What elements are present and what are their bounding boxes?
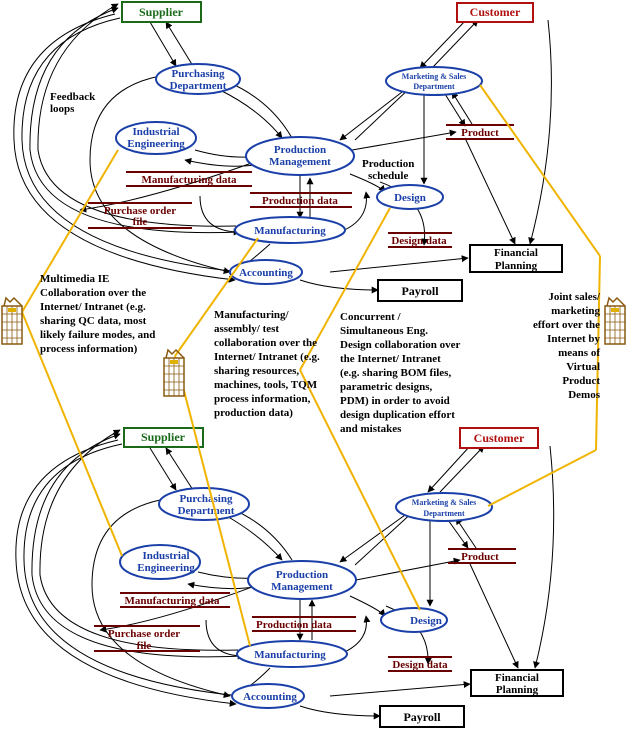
accounting-label: Accounting [239, 267, 293, 279]
production-mgmt-label-1: Production [276, 569, 328, 581]
design-label: Design [410, 615, 442, 627]
ie-label-2: Engineering [127, 138, 185, 150]
payroll-label: Payroll [403, 710, 441, 724]
feedback-loops-label-1: Feedback [50, 91, 96, 103]
ie-label-1: Industrial [132, 126, 179, 138]
design-ellipse [380, 607, 448, 633]
top-diagram: Supplier Customer Financial Planning Pay… [13, 1, 563, 302]
marketing-label-1: Marketing & Sales [402, 72, 466, 81]
design-data-label: Design data [392, 659, 448, 671]
marketing-label-1: Marketing & Sales [412, 498, 476, 507]
production-mgmt-label-1: Production [274, 144, 326, 156]
production-mgmt-ellipse [245, 136, 355, 176]
supplier-label: Supplier [139, 5, 184, 19]
customer-box [459, 427, 539, 449]
production-data-label: Production data [256, 619, 332, 631]
payroll-label: Payroll [401, 284, 439, 298]
purchasing-label-2: Department [170, 80, 227, 92]
marketing-label-2: Department [413, 82, 455, 91]
manufacturing-label: Manufacturing [254, 225, 326, 237]
design-label: Design [394, 192, 426, 204]
supplier-box [121, 1, 202, 23]
manufacturing-ellipse [236, 640, 348, 668]
building-icon [1, 296, 23, 345]
marketing-ellipse [385, 66, 483, 96]
production-mgmt-ellipse [247, 560, 357, 600]
building-icon [163, 348, 185, 397]
financial-planning-label-2: Planning [496, 684, 539, 696]
financial-planning-box [470, 669, 564, 697]
bottom-diagram: Supplier Customer Financial Planning Pay… [15, 427, 564, 728]
marketing-label-2: Department [423, 509, 465, 518]
accounting-label: Accounting [243, 691, 297, 703]
accounting-ellipse [229, 259, 303, 285]
design-collaboration-note: Concurrent / Simultaneous Eng. Design co… [340, 311, 461, 435]
collaboration-links [21, 84, 601, 647]
purchasing-label-1: Purchasing [172, 68, 225, 80]
customer-label: Customer [474, 431, 525, 445]
building-icon [604, 296, 626, 345]
design-data-label: Design data [391, 235, 447, 247]
manufacturing-collaboration-note: Manufacturing/ assembly/ test collaborat… [214, 309, 320, 419]
purchase-order-label-1: Purchase order [108, 628, 180, 640]
design-ellipse [376, 184, 444, 210]
ie-label-1: Industrial [142, 550, 189, 562]
financial-planning-label-1: Financial [495, 672, 539, 684]
supplier-label: Supplier [141, 430, 186, 444]
customer-box [456, 2, 534, 23]
ie-label-2: Engineering [137, 562, 195, 574]
ie-ellipse [115, 121, 197, 155]
purchasing-ellipse [155, 63, 241, 95]
purchasing-ellipse [158, 487, 250, 521]
financial-planning-label-1: Financial [494, 247, 538, 259]
production-schedule-label-2: schedule [368, 170, 408, 182]
production-data-label: Production data [262, 195, 338, 207]
production-mgmt-label-2: Management [271, 581, 333, 593]
manufacturing-data-label: Manufacturing data [124, 595, 220, 607]
supplier-box [123, 427, 204, 448]
feedback-loops-label-2: loops [50, 103, 75, 115]
ie-ellipse [119, 544, 201, 580]
manufacturing-ellipse [234, 216, 346, 244]
purchase-order-label-2: file [133, 216, 148, 228]
payroll-box [379, 705, 465, 728]
purchase-order-label-2: file [137, 640, 152, 652]
ie-collaboration-note: Multimedia IE Collaboration over the Int… [40, 273, 156, 355]
manufacturing-data-label: Manufacturing data [141, 174, 237, 186]
production-schedule-label-1: Production [362, 158, 414, 170]
accounting-ellipse [231, 683, 305, 709]
purchasing-label-1: Purchasing [180, 493, 233, 505]
marketing-collaboration-note: Joint sales/ marketing effort over the I… [533, 291, 600, 401]
product-label: Product [461, 127, 499, 139]
financial-planning-label-2: Planning [495, 260, 538, 272]
production-mgmt-label-2: Management [269, 156, 331, 168]
purchasing-label-2: Department [178, 505, 235, 517]
customer-label: Customer [470, 5, 521, 19]
manufacturing-label: Manufacturing [254, 649, 326, 661]
payroll-box [377, 279, 463, 302]
purchase-order-label-1: Purchase order [104, 205, 176, 217]
marketing-ellipse [395, 492, 493, 522]
financial-planning-box [469, 244, 563, 273]
product-label: Product [461, 551, 499, 563]
